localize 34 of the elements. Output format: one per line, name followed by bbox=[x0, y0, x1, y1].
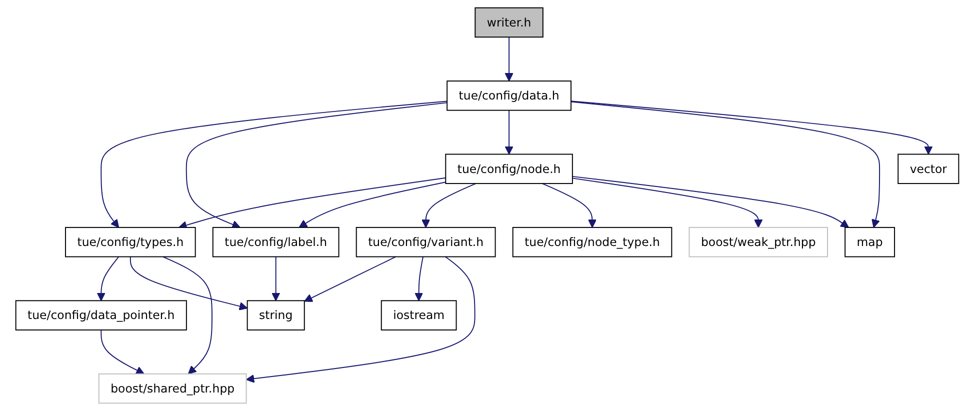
node-box: boost/weak_ptr.hpp bbox=[689, 226, 828, 258]
arrow bbox=[130, 256, 248, 310]
node-box: tue/config/types.h bbox=[65, 226, 196, 258]
node-box: boost/shared_ptr.hpp bbox=[98, 373, 248, 404]
node-box: tue/config/node_type.h bbox=[512, 226, 672, 258]
node-box: map bbox=[844, 226, 896, 258]
arrow bbox=[246, 256, 476, 383]
node-box: vector bbox=[898, 154, 960, 184]
arrow bbox=[298, 182, 446, 228]
node-box: iostream bbox=[381, 300, 457, 330]
arrow bbox=[97, 256, 120, 302]
arrow bbox=[572, 178, 763, 228]
node-box: tue/config/variant.h bbox=[356, 226, 496, 258]
arrow bbox=[504, 110, 514, 155]
arrow bbox=[504, 36, 514, 82]
arrow bbox=[422, 183, 476, 228]
arrow bbox=[414, 256, 424, 302]
node-box: writer.h bbox=[474, 7, 544, 38]
arrow bbox=[572, 176, 850, 228]
arrow bbox=[162, 256, 213, 374]
node-box: tue/config/label.h bbox=[212, 226, 340, 258]
arrow bbox=[178, 177, 446, 230]
arrow bbox=[272, 256, 280, 302]
arrow bbox=[570, 100, 933, 155]
node-box: tue/config/data.h bbox=[446, 80, 572, 111]
arrow bbox=[570, 101, 880, 228]
node-box: tue/config/node.h bbox=[445, 154, 574, 184]
arrow bbox=[100, 100, 448, 228]
arrow bbox=[542, 183, 597, 228]
arrow bbox=[186, 102, 448, 228]
node-box: tue/config/data_pointer.h bbox=[16, 300, 188, 330]
arrow bbox=[100, 329, 145, 374]
arrow bbox=[304, 256, 397, 302]
node-box: string bbox=[247, 300, 306, 330]
